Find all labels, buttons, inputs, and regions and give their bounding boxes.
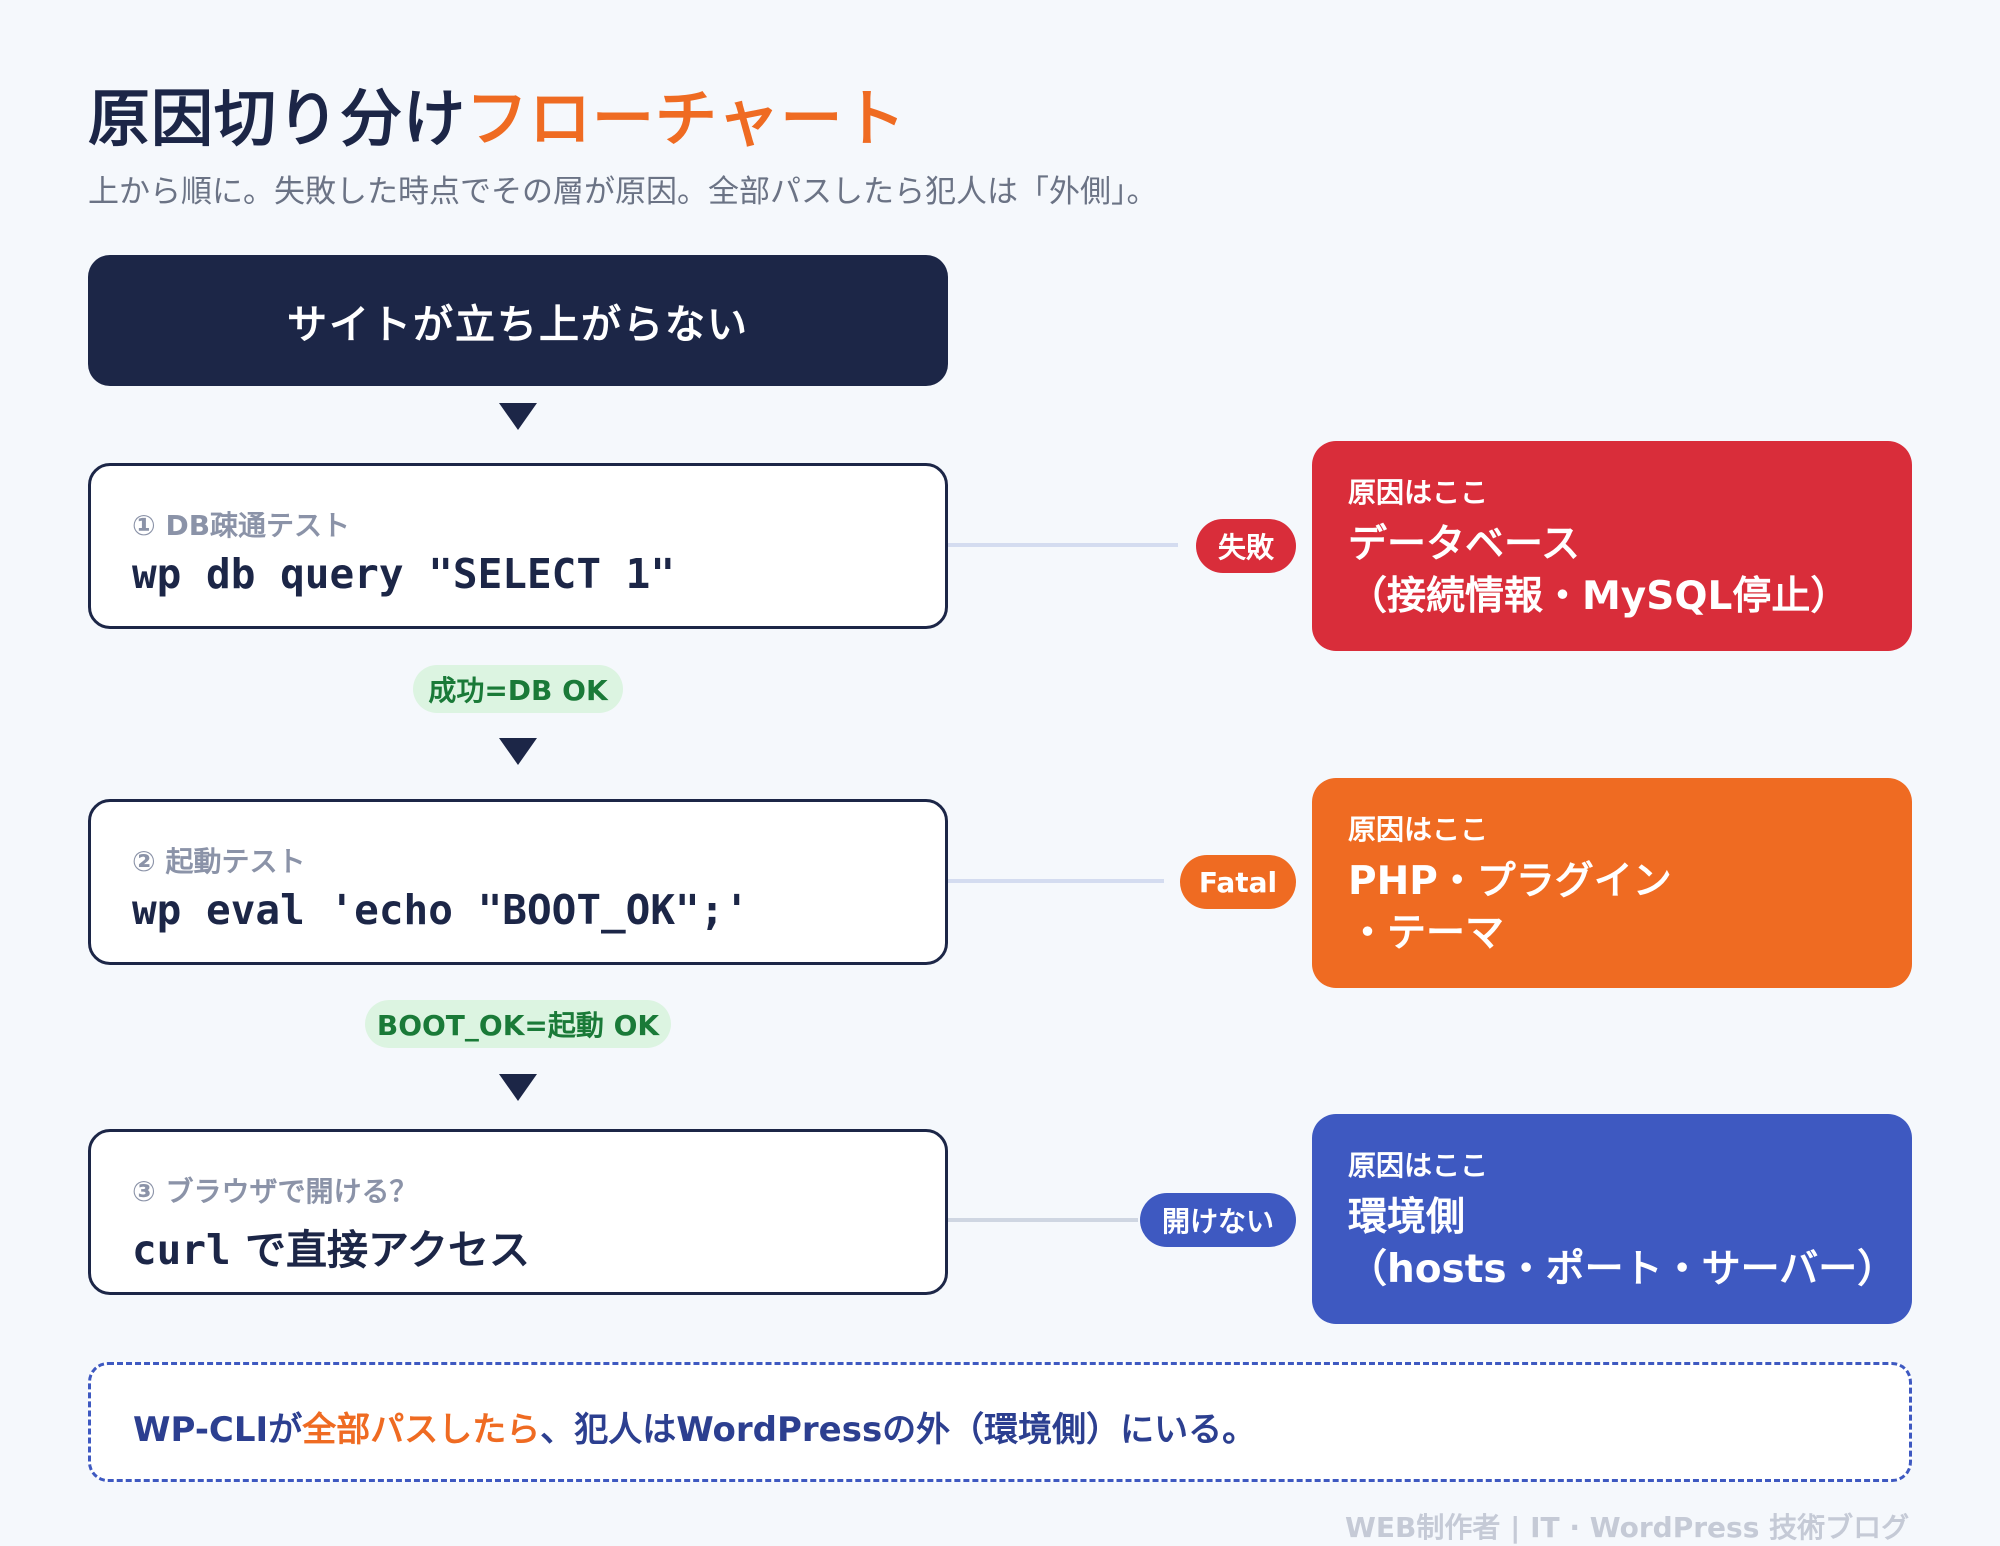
step-db-test: ① DB疎通テスト wp db query "SELECT 1": [88, 463, 948, 629]
page-subtitle: 上から順に。失敗した時点でその層が原因。全部パスしたら犯人は「外側」。: [88, 174, 1158, 210]
pass-label-boot: BOOT_OK=起動 OK: [365, 1000, 671, 1048]
step-command: curl で直接アクセス: [132, 1216, 530, 1276]
arrow-down-1: [499, 403, 537, 430]
step-label: ② 起動テスト: [132, 845, 306, 878]
cause-label: 原因はここ: [1348, 1149, 1489, 1182]
fail-label-db: 失敗: [1196, 519, 1296, 573]
start-node: サイトが立ち上がらない: [88, 255, 948, 386]
cause-text: データベース （接続情報・MySQL停止）: [1348, 519, 1849, 623]
conclusion-accent: 全部パスしたら: [302, 1410, 541, 1450]
arrow-down-3: [499, 1074, 537, 1101]
step-command-code: curl: [132, 1226, 231, 1274]
pass-label-db: 成功=DB OK: [413, 665, 623, 713]
cause-line-1: PHP・プラグイン: [1348, 859, 1672, 904]
cause-label: 原因はここ: [1348, 813, 1489, 846]
cause-line-1: 環境側: [1348, 1195, 1466, 1240]
connector-browser: [948, 1218, 1138, 1222]
cause-line-2: ・テーマ: [1348, 911, 1505, 956]
step-browser-test: ③ ブラウザで開ける？ curl で直接アクセス: [88, 1129, 948, 1295]
connector-boot: [948, 879, 1164, 883]
step-label: ③ ブラウザで開ける？: [132, 1175, 418, 1208]
step-label: ① DB疎通テスト: [132, 509, 351, 542]
conclusion-text: WP-CLIが全部パスしたら、犯人はWordPressの外（環境側）にいる。: [133, 1402, 1256, 1451]
cause-text: 環境側 （hosts・ポート・サーバー）: [1348, 1192, 1896, 1296]
fail-label-browser: 開けない: [1140, 1193, 1296, 1247]
step-command-suffix: で直接アクセス: [230, 1226, 530, 1274]
cause-text: PHP・プラグイン ・テーマ: [1348, 856, 1672, 960]
step-command: wp db query "SELECT 1": [132, 550, 676, 598]
page-title: 原因切り分けフローチャート: [88, 68, 906, 158]
cause-label: 原因はここ: [1348, 476, 1489, 509]
start-node-label: サイトが立ち上がらない: [287, 301, 749, 348]
cause-line-2: （接続情報・MySQL停止）: [1348, 574, 1850, 619]
cause-line-1: データベース: [1348, 522, 1581, 567]
footer-credit: WEB制作者 | IT · WordPress 技術ブログ: [1345, 1511, 1910, 1544]
cause-box-environment: 原因はここ 環境側 （hosts・ポート・サーバー）: [1312, 1114, 1912, 1324]
conclusion-box: WP-CLIが全部パスしたら、犯人はWordPressの外（環境側）にいる。: [88, 1362, 1912, 1482]
arrow-down-2: [499, 738, 537, 765]
cause-box-php: 原因はここ PHP・プラグイン ・テーマ: [1312, 778, 1912, 988]
connector-db: [948, 543, 1178, 547]
conclusion-suffix: 、犯人はWordPressの外（環境側）にいる。: [540, 1410, 1257, 1450]
conclusion-prefix: WP-CLIが: [133, 1410, 303, 1450]
step-boot-test: ② 起動テスト wp eval 'echo "BOOT_OK";': [88, 799, 948, 965]
fail-label-boot: Fatal: [1180, 855, 1296, 909]
title-accent: フローチャート: [466, 82, 907, 155]
cause-line-2: （hosts・ポート・サーバー）: [1348, 1247, 1897, 1292]
step-command: wp eval 'echo "BOOT_OK";': [132, 886, 750, 934]
title-main: 原因切り分け: [88, 82, 467, 155]
cause-box-database: 原因はここ データベース （接続情報・MySQL停止）: [1312, 441, 1912, 651]
